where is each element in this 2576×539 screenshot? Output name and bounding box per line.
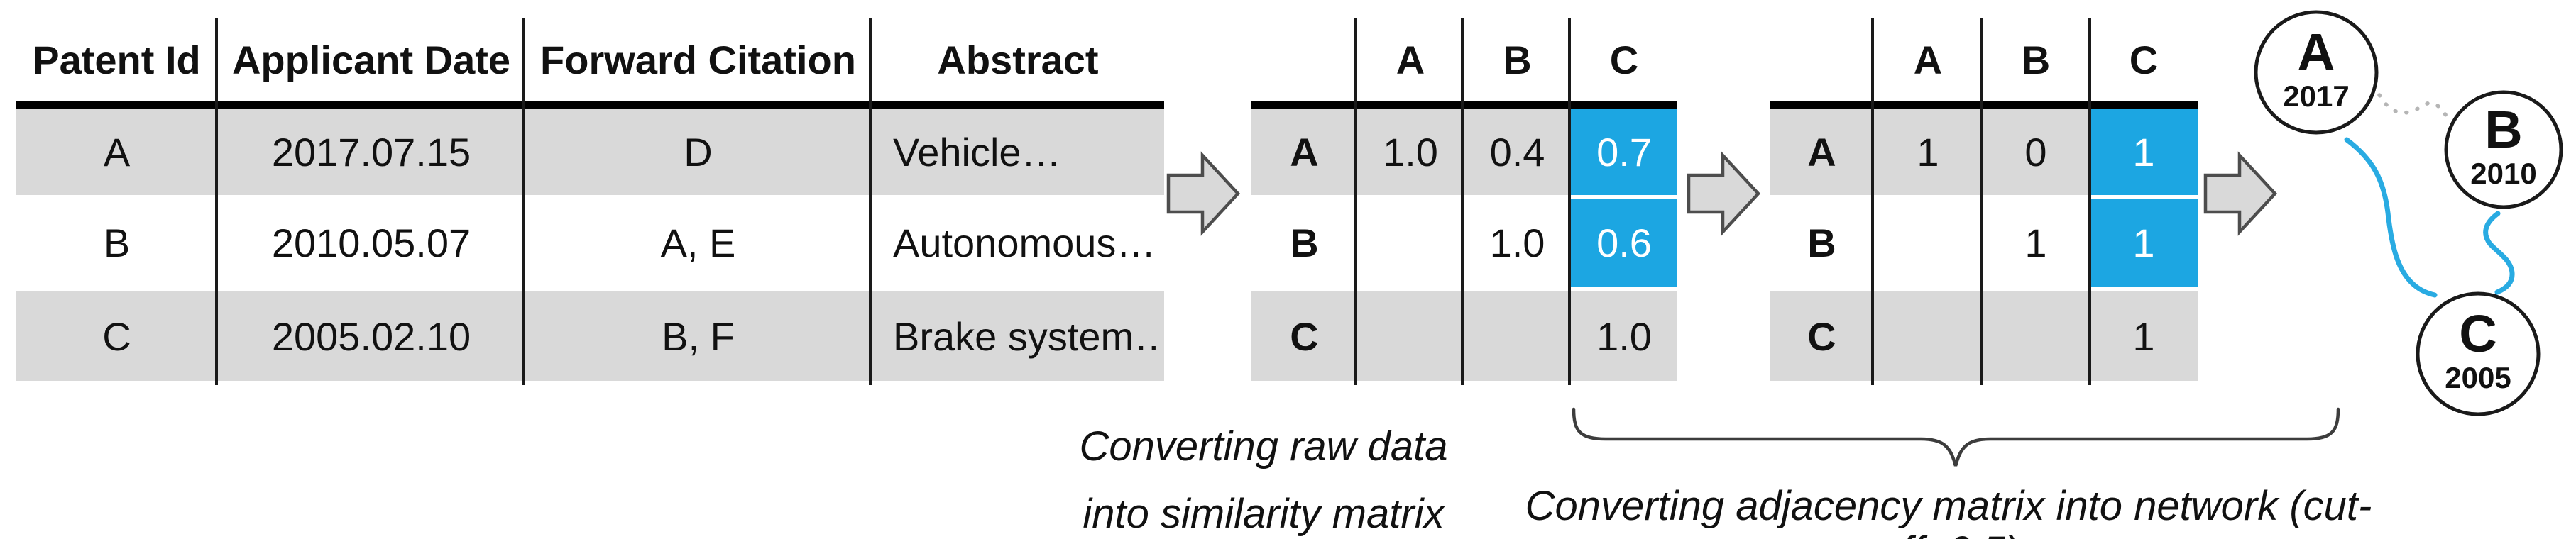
caption-network-step: Converting adjacency matrix into network… xyxy=(1525,483,2372,539)
sim-cell-ac-highlighted: 0.7 xyxy=(1571,109,1677,195)
cell-date: 2005.02.10 xyxy=(271,313,471,359)
cell-date: 2010.05.07 xyxy=(271,221,471,265)
raw-header-abstract: Abstract xyxy=(937,38,1099,82)
sim-cell-cb xyxy=(1464,291,1571,381)
sim-column-divider xyxy=(1461,18,1464,385)
network-node-b xyxy=(2444,90,2563,209)
similarity-matrix-header-row: A B C xyxy=(1251,18,1677,101)
node-b-label: B xyxy=(2484,100,2522,159)
cell-patent-id: B xyxy=(103,221,131,265)
raw-column-divider xyxy=(522,18,525,385)
sim-column-divider xyxy=(1568,18,1571,385)
adj-col-header-b: B xyxy=(2021,38,2051,82)
cell-citation: D xyxy=(684,129,713,174)
node-a-year: 2017 xyxy=(2283,79,2349,113)
raw-header-patent-id: Patent Id xyxy=(33,38,201,82)
sim-cell-ba xyxy=(1357,199,1464,287)
caption-similarity-step-line2: into similarity matrix xyxy=(1083,491,1445,537)
right-arrow-icon xyxy=(1687,151,1761,236)
adjacency-matrix-row-a: A 1 0 1 xyxy=(1770,109,2198,195)
cell-citation: A, E xyxy=(660,221,736,265)
similarity-matrix-header-rule xyxy=(1251,101,1677,109)
node-c-label: C xyxy=(2459,304,2496,363)
sim-cell-ca xyxy=(1357,291,1464,381)
adj-cell-ca xyxy=(1874,291,1982,381)
cell-patent-id: C xyxy=(102,313,131,359)
adj-cell-ab: 0 xyxy=(2024,129,2047,174)
edge-b-c xyxy=(2483,211,2515,295)
adj-row-label: C xyxy=(1807,313,1836,359)
corner-cell xyxy=(1251,18,1357,101)
raw-table-row-b: B 2010.05.07 A, E Autonomous… xyxy=(16,199,1164,287)
right-arrow-icon xyxy=(2203,151,2278,236)
edge-a-b-dotted xyxy=(2377,93,2448,118)
raw-table-row-a: A 2017.07.15 D Vehicle… xyxy=(16,109,1164,195)
cell-citation: B, F xyxy=(662,313,735,359)
adj-column-divider xyxy=(1871,18,1874,385)
adjacency-matrix-row-b: B 1 1 xyxy=(1770,199,2198,287)
cell-patent-id: A xyxy=(103,129,131,174)
raw-column-divider xyxy=(869,18,872,385)
node-c-year: 2005 xyxy=(2445,361,2511,394)
sim-col-header-b: B xyxy=(1503,38,1532,82)
adj-cell-ba xyxy=(1874,199,1982,287)
raw-header-forward-citation: Forward Citation xyxy=(540,38,856,82)
edge-a-c xyxy=(2344,137,2438,298)
cell-abstract: Vehicle… xyxy=(893,129,1061,174)
adjacency-matrix-header-rule xyxy=(1770,101,2198,109)
network-node-c xyxy=(2416,291,2541,416)
corner-cell xyxy=(1770,18,1874,101)
sim-row-label: C xyxy=(1290,313,1319,359)
similarity-matrix-row-c: C 1.0 xyxy=(1251,291,1677,381)
cell-abstract: Brake system… xyxy=(893,313,1164,359)
node-a-label: A xyxy=(2297,23,2335,82)
caption-similarity-step-line1: Converting raw data xyxy=(1079,423,1448,469)
sim-col-header-a: A xyxy=(1396,38,1425,82)
adjacency-matrix-row-c: C 1 xyxy=(1770,291,2198,381)
sim-cell-bb: 1.0 xyxy=(1489,221,1545,265)
raw-table-header-rule xyxy=(16,101,1164,109)
sim-column-divider xyxy=(1354,18,1357,385)
adj-row-label: A xyxy=(1807,129,1836,174)
adj-cell-ac-highlighted: 1 xyxy=(2090,109,2198,195)
sim-cell-cc: 1.0 xyxy=(1596,313,1652,359)
sim-cell-ab: 0.4 xyxy=(1489,129,1545,174)
adj-cell-bb: 1 xyxy=(2024,221,2047,265)
adj-cell-aa: 1 xyxy=(1917,129,1939,174)
adj-cell-cc: 1 xyxy=(2132,313,2155,359)
sim-row-label: B xyxy=(1290,221,1319,265)
adj-col-header-c: C xyxy=(2129,38,2159,82)
sim-cell-aa: 1.0 xyxy=(1383,129,1438,174)
similarity-matrix-row-b: B 1.0 0.6 xyxy=(1251,199,1677,287)
similarity-matrix-row-a: A 1.0 0.4 0.7 xyxy=(1251,109,1677,195)
network-node-a xyxy=(2254,10,2379,135)
raw-table-row-c: C 2005.02.10 B, F Brake system… xyxy=(16,291,1164,381)
adj-row-label: B xyxy=(1807,221,1836,265)
adjacency-matrix-header-row: A B C xyxy=(1770,18,2198,101)
raw-column-divider xyxy=(215,18,218,385)
sim-col-header-c: C xyxy=(1609,38,1639,82)
underbrace xyxy=(1572,407,2340,467)
sim-cell-bc-highlighted: 0.6 xyxy=(1571,199,1677,287)
adj-col-header-a: A xyxy=(1913,38,1943,82)
adj-column-divider xyxy=(1980,18,1983,385)
raw-header-applicant-date: Applicant Date xyxy=(231,38,511,82)
sim-row-label: A xyxy=(1290,129,1319,174)
adj-column-divider xyxy=(2088,18,2091,385)
adj-cell-cb xyxy=(1982,291,2090,381)
raw-table-header-row: Patent Id Applicant Date Forward Citatio… xyxy=(16,18,1164,101)
adj-cell-bc-highlighted: 1 xyxy=(2090,199,2198,287)
cell-abstract: Autonomous… xyxy=(893,221,1156,265)
right-arrow-icon xyxy=(1166,151,1241,236)
node-b-year: 2010 xyxy=(2470,157,2536,190)
cell-date: 2017.07.15 xyxy=(271,129,471,174)
